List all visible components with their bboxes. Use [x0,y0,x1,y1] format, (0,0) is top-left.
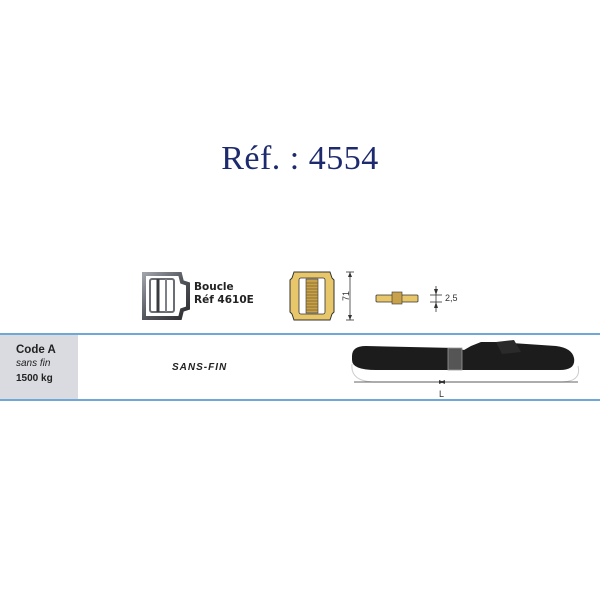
buckle-label: Boucle Réf 4610E [194,281,254,307]
reference-title: Réf. : 4554 [221,140,379,177]
code-type: sans fin [16,358,51,369]
buckle-side-drawing [375,286,442,312]
buckle-name: Boucle [194,281,234,293]
endless-strap-drawing [351,340,580,384]
height-dimension: 71 [341,290,352,302]
variant-label: SANS-FIN [172,362,228,373]
buckle-front-drawing [289,271,354,321]
code-title: Code A [16,344,56,356]
length-dimension: L [439,389,445,399]
buckle-ref: Réf 4610E [194,294,254,306]
buckle-photo [142,272,190,320]
code-box: Code A sans fin 1500 kg [0,335,78,399]
thickness-dimension: 2,5 [445,293,458,303]
variant-row: Code A sans fin 1500 kg SANS-FIN [0,333,600,401]
code-capacity: 1500 kg [16,373,53,384]
